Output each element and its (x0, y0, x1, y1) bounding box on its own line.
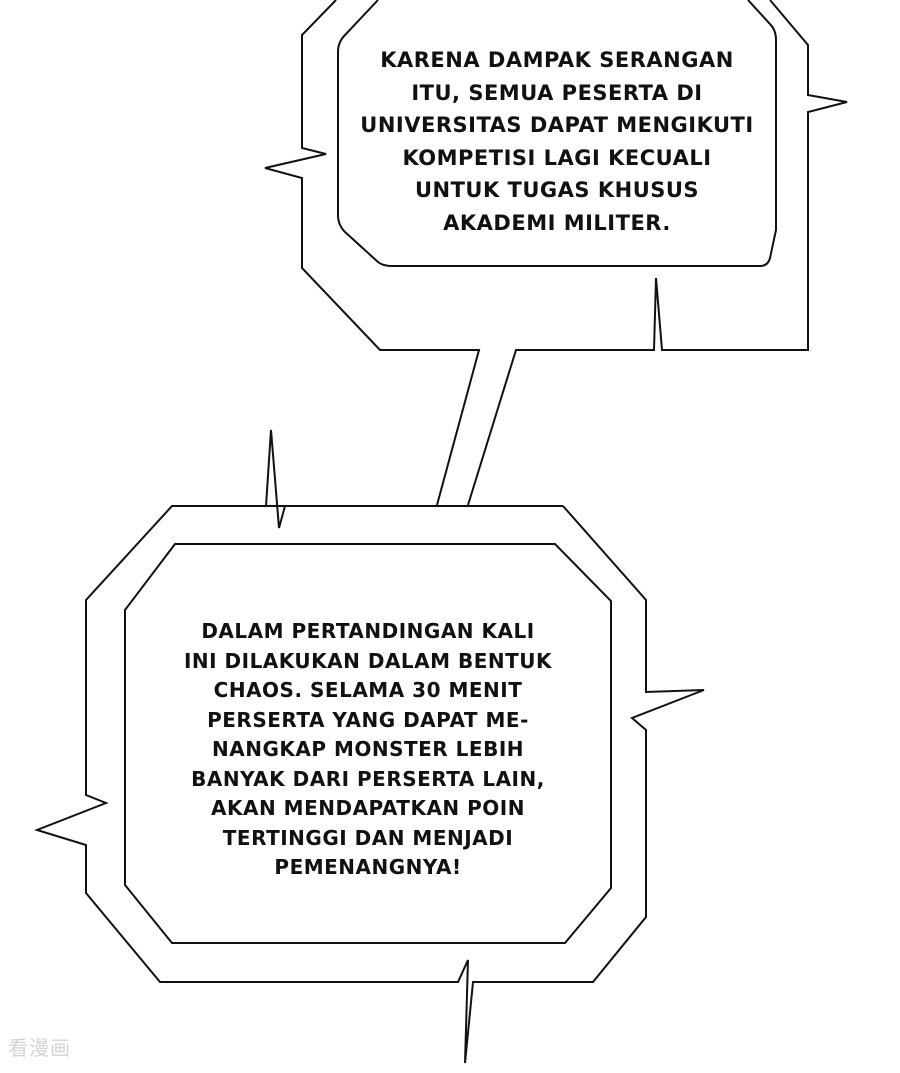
bubble-line: NANGKAP MONSTER LEBIH (211, 737, 524, 761)
bottom-bubble-inner-outline (124, 543, 612, 944)
bubble-line: ITU, SEMUA PESERTA DI (411, 80, 703, 105)
top-speech-bubble-text: KARENA DAMPAK SERANGAN ITU, SEMUA PESERT… (338, 44, 776, 239)
bubble-line: UNIVERSITAS DAPAT MENGIKUTI (360, 113, 754, 137)
watermark-logo: 看漫画 (8, 1036, 71, 1060)
bubble-line: UNTUK TUGAS KHUSUS (414, 178, 700, 202)
bottom-bubble-outer-outline (33, 429, 705, 1064)
bubble-line: KARENA DAMPAK SERANGAN (380, 48, 734, 72)
top-bubble-inner-outline (337, 0, 777, 267)
top-bubble-outer-outline (264, 0, 848, 506)
bubble-line: BANYAK DARI PERSERTA LAIN, (191, 766, 545, 791)
bubble-line: AKAN MENDAPATKAN POIN (211, 796, 525, 820)
bubble-line: INI DILAKUKAN DALAM BENTUK (183, 648, 553, 673)
bottom-speech-bubble-text: DALAM PERTANDINGAN KALI INI DILAKUKAN DA… (125, 617, 611, 883)
bubble-line: KOMPETISI LAGI KECUALI (402, 145, 712, 170)
bubble-line: PERSERTA YANG DAPAT ME- (207, 707, 529, 732)
bubble-line: CHAOS. SELAMA 30 MENIT (213, 678, 523, 702)
bubble-line: TERTINGGI DAN MENJADI (222, 825, 514, 850)
bubble-line: PEMENANGNYA! (274, 855, 462, 879)
bubble-line: DALAM PERTANDINGAN KALI (201, 619, 535, 643)
bubble-line: AKADEMI MILITER. (443, 210, 671, 235)
